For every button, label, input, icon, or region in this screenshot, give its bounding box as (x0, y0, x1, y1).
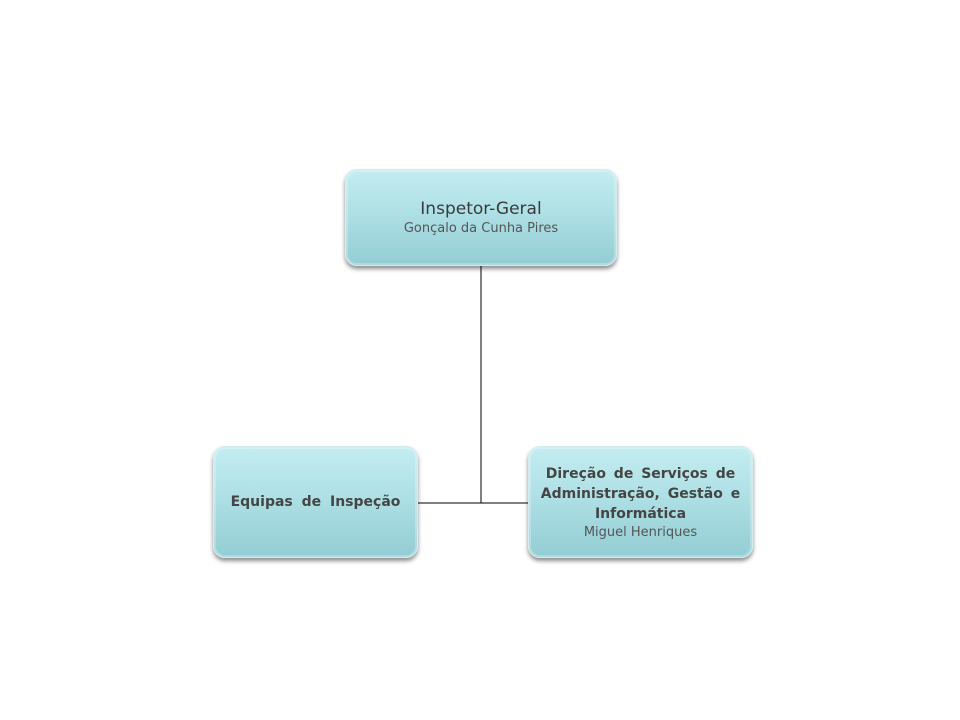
node-person: Gonçalo da Cunha Pires (403, 220, 559, 236)
node-title: Equipas de Inspeção (230, 494, 401, 510)
node-title: Inspetor-Geral (420, 198, 542, 219)
node-inspetor-geral: Inspetor-Geral Gonçalo da Cunha Pires (345, 169, 617, 266)
node-title: Direção de Serviços de Administração, Ge… (540, 465, 741, 522)
node-direcao-servicos: Direção de Serviços de Administração, Ge… (528, 446, 753, 558)
node-person: Miguel Henriques (583, 524, 698, 540)
node-equipas-inspecao: Equipas de Inspeção (213, 446, 418, 558)
